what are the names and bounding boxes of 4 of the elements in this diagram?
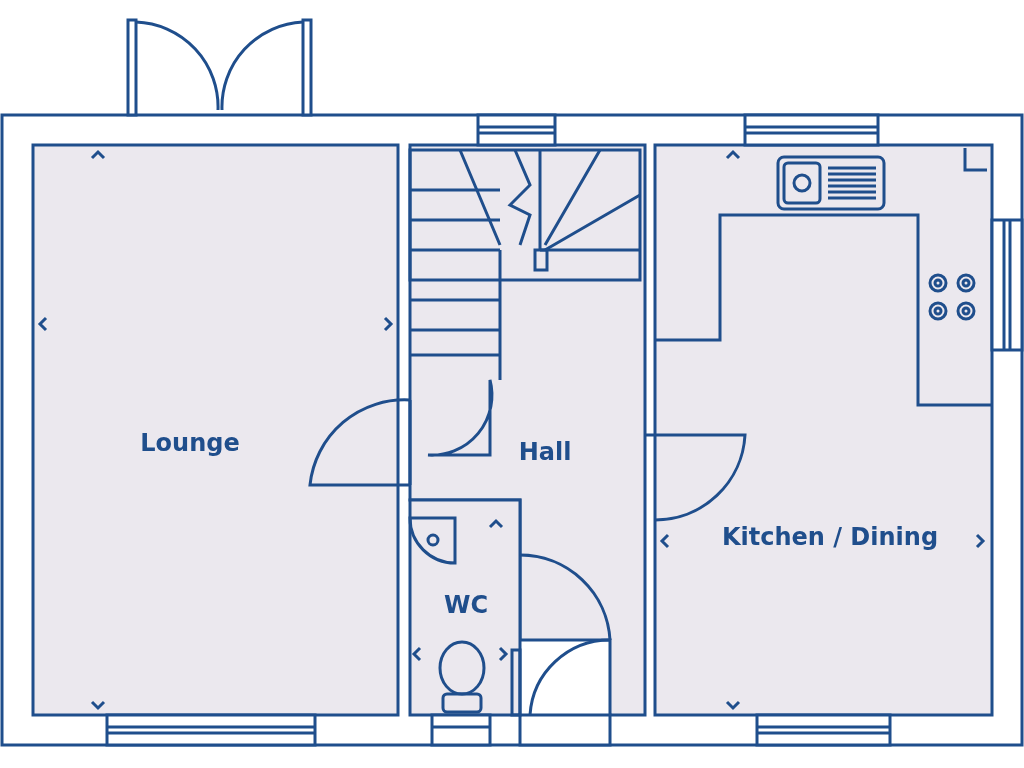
room-label: Kitchen / Dining (721, 523, 939, 551)
room-label: WC (443, 591, 489, 619)
room-label: Lounge (140, 429, 240, 457)
room-label: Hall (518, 438, 572, 466)
